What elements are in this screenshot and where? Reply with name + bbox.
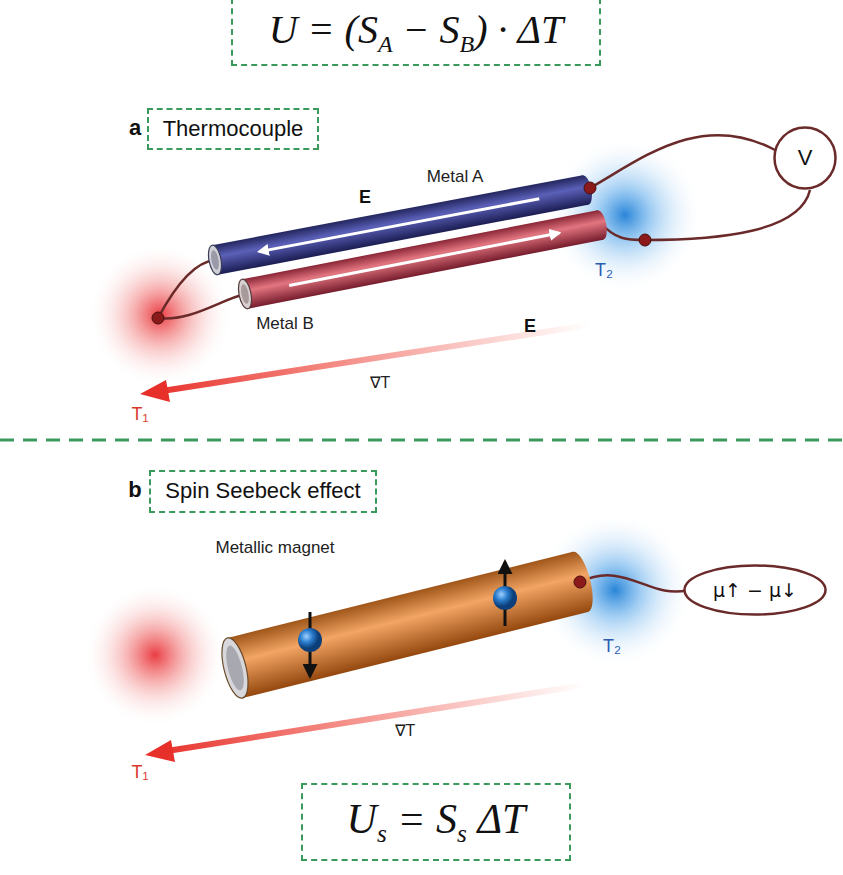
- formula-box: Us = Ss ΔT: [301, 783, 571, 861]
- node-text: μ↑ − μ↓: [713, 579, 797, 601]
- formula-text: Us = Ss ΔT: [347, 795, 526, 848]
- panel-title-box: Spin Seebeck effect: [149, 470, 376, 513]
- formula-text: U = (SA − SB) · ΔT: [269, 6, 564, 58]
- panel-title-box: Thermocouple: [147, 108, 320, 150]
- gradient-arrowhead: [140, 380, 170, 402]
- part-name: Metal A: [427, 167, 484, 187]
- divider: [0, 439, 843, 442]
- magnet-cylinder: [217, 549, 598, 700]
- node-text: Spin Seebeck effect: [165, 478, 360, 504]
- field-symbol: E: [359, 187, 371, 208]
- formula-box: U = (SA − SB) · ΔT: [231, 0, 601, 66]
- metal-b-cylinder: [236, 209, 609, 310]
- temperature-label: T₂: [603, 636, 621, 657]
- node-text: Thermocouple: [163, 116, 304, 142]
- panel-letter: b: [128, 477, 141, 503]
- field-symbol: E: [524, 316, 536, 337]
- spin-down: [298, 612, 322, 676]
- wires: [158, 135, 810, 318]
- spin-up: [493, 562, 517, 626]
- temperature-label: T₂: [595, 260, 613, 281]
- temperature-label: T₁: [131, 404, 148, 425]
- part-name: Metal B: [256, 314, 314, 334]
- voltmeter-circle: V: [773, 126, 837, 190]
- gradient-arrow: [167, 685, 585, 751]
- panel-letter: a: [129, 115, 141, 141]
- junction-dots: [152, 182, 651, 324]
- gradient-label: ∇T: [395, 721, 416, 740]
- hot-glow: [88, 243, 232, 387]
- cold-glow: [547, 137, 703, 293]
- temperature-label: T₁: [131, 762, 148, 783]
- gradient-arrowhead: [145, 740, 175, 762]
- hot-glow: [83, 583, 227, 727]
- gradient-label: ∇T: [370, 373, 391, 392]
- wires: [580, 575, 688, 591]
- spin-potential-ellipse: μ↑ − μ↓: [683, 564, 827, 616]
- part-name: Metallic magnet: [215, 538, 334, 558]
- junction-dots: [574, 576, 586, 588]
- node-text: V: [798, 145, 813, 171]
